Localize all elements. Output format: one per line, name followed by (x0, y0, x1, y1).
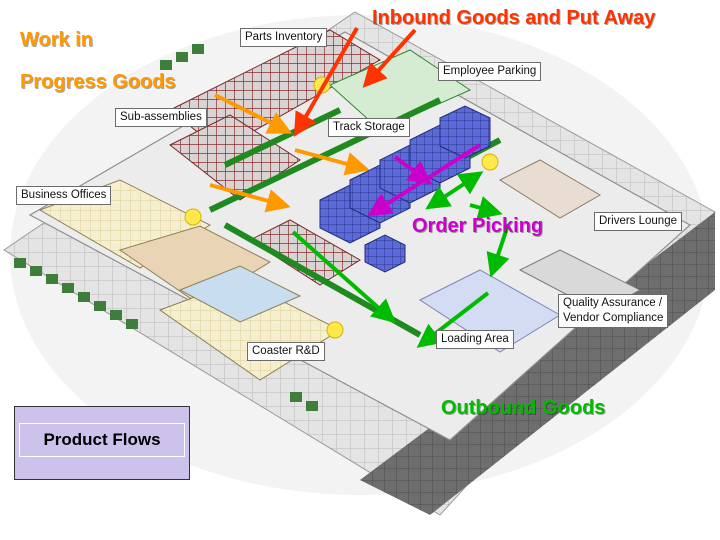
rd-interior (178, 265, 302, 323)
outbound-arrow-1 (291, 230, 396, 324)
label-loading-area: Loading Area (436, 330, 514, 349)
flow-label-picking: Order Picking (412, 215, 544, 237)
label-parts-inventory: Parts Inventory (240, 28, 328, 47)
wip-arrow-2 (294, 148, 370, 176)
label-coaster-rd: Coaster R&D (247, 342, 325, 361)
outbound-arrow-2 (425, 171, 484, 210)
outbound-arrow-4 (486, 224, 510, 278)
label-track-storage: Track Storage (328, 118, 410, 137)
wip-arrows (209, 93, 370, 213)
label-drivers-lounge: Drivers Lounge (594, 212, 682, 231)
drivers-lounge-room (498, 159, 601, 219)
label-quality-assurance: Quality Assurance / Vendor Compliance (558, 294, 669, 328)
outbound-arrow-5 (416, 291, 490, 348)
outbound-arrow-3 (469, 196, 503, 220)
flow-label-inbound: Inbound Goods and Put Away (372, 7, 656, 29)
flow-label-outbound: Outbound Goods (441, 397, 606, 419)
office-interior (118, 225, 272, 306)
label-business-offices: Business Offices (16, 186, 112, 205)
wip-arrow-1 (214, 93, 293, 134)
outbound-arrows (291, 171, 510, 348)
wip-arrow-3 (209, 183, 291, 213)
legend-box: Product Flows (14, 406, 190, 480)
inbound-arrow-1 (362, 28, 417, 88)
picking-arrow-2 (393, 155, 433, 185)
inbound-arrow-2 (293, 26, 359, 137)
label-employee-parking: Employee Parking (438, 62, 542, 81)
legend-label: Product Flows (19, 423, 185, 457)
overhead-lights (184, 76, 499, 339)
label-sub-assemblies: Sub-assemblies (115, 108, 207, 127)
flow-label-wip-line2: Progress Goods (20, 71, 176, 93)
flow-label-wip-line1: Work in (20, 29, 93, 51)
inbound-arrows (293, 26, 417, 137)
grass-strips (14, 44, 318, 411)
